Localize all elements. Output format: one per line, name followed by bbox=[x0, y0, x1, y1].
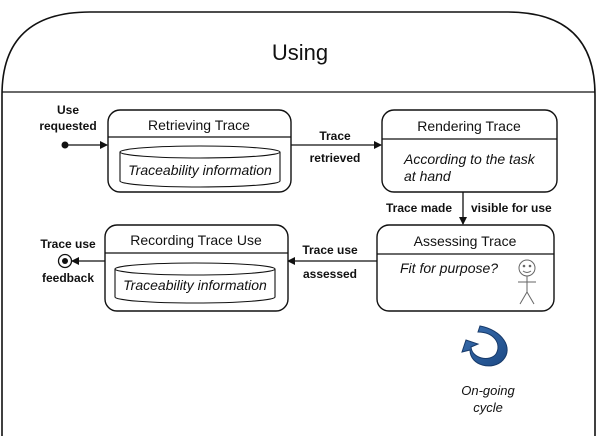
initial-label-line1: Use bbox=[57, 103, 79, 117]
state-recording-trace-use: Recording Trace Use Traceability informa… bbox=[104, 224, 289, 312]
state-rendering-trace: Rendering Trace According to the task at… bbox=[381, 109, 558, 193]
transition-trace-made-visible: Trace made visible for use bbox=[386, 192, 552, 225]
cycle-label-line1: On-going bbox=[461, 383, 515, 398]
cycle-label-line2: cycle bbox=[473, 400, 503, 415]
final-label-line1: Trace use bbox=[40, 237, 96, 251]
state-content-line2: at hand bbox=[404, 168, 452, 184]
state-content: Fit for purpose? bbox=[400, 260, 498, 276]
initial-transition: Use requested bbox=[39, 103, 108, 149]
state-title: Retrieving Trace bbox=[148, 117, 250, 133]
initial-label-line2: requested bbox=[39, 119, 96, 133]
ongoing-cycle: On-going cycle bbox=[461, 325, 516, 415]
final-state-icon bbox=[57, 253, 73, 269]
state-content: Traceability information bbox=[128, 162, 272, 178]
state-title: Rendering Trace bbox=[417, 118, 521, 134]
stick-figure-icon bbox=[518, 259, 536, 305]
transition-label-line2: retrieved bbox=[310, 151, 361, 165]
database-icon bbox=[114, 262, 276, 304]
state-retrieving-trace: Retrieving Trace Traceability informatio… bbox=[107, 109, 292, 193]
transition-label-part2: visible for use bbox=[471, 201, 552, 215]
state-content-line1: According to the task bbox=[403, 151, 536, 167]
transition-label-line1: Trace bbox=[319, 129, 351, 143]
using-composite-state: Using bbox=[1, 11, 596, 436]
final-label-line2: feedback bbox=[42, 271, 94, 285]
state-assessing-trace: Assessing Trace Fit for purpose? bbox=[376, 224, 555, 312]
state-title: Recording Trace Use bbox=[130, 232, 262, 248]
transition-label-line2: assessed bbox=[303, 267, 357, 281]
composite-title: Using bbox=[272, 40, 328, 65]
transition-trace-use-assessed: Trace use assessed bbox=[287, 243, 377, 281]
transition-trace-retrieved: Trace retrieved bbox=[291, 129, 382, 165]
transition-label-part1: Trace made bbox=[386, 201, 452, 215]
transition-label-line1: Trace use bbox=[302, 243, 358, 257]
state-content: Traceability information bbox=[123, 277, 267, 293]
final-transition: Trace use feedback bbox=[40, 237, 105, 285]
database-icon bbox=[119, 145, 281, 188]
cycle-arrow-icon bbox=[461, 325, 508, 367]
state-title: Assessing Trace bbox=[414, 233, 517, 249]
